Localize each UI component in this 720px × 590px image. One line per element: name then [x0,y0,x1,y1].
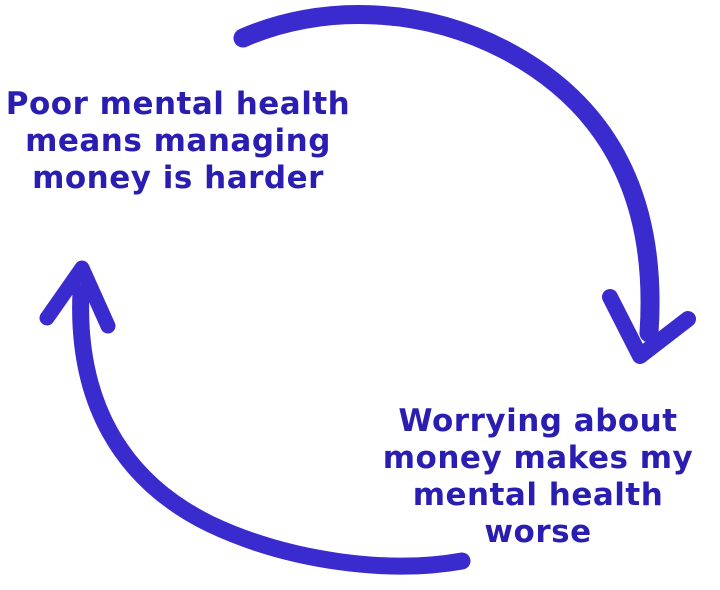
text-line: Worrying about [398,403,678,439]
cycle-arrow-down-icon [233,5,696,364]
worrying-about-money-label: Worrying about money makes my mental hea… [356,403,720,551]
poor-mental-health-label: Poor mental health means managing money … [4,86,352,197]
text-line: money makes my [382,440,694,476]
text-line: mental health worse [412,477,664,550]
text-line: money is harder [32,160,324,196]
cycle-arrow-up-icon [39,260,471,575]
text-line: Poor mental health [5,86,351,122]
text-line: means managing [25,123,331,159]
